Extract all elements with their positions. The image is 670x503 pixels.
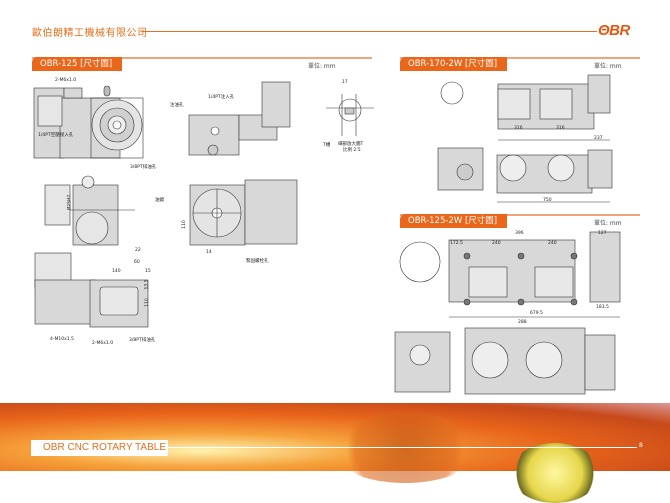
section-title: OBR-170-2W [尺寸圖] — [400, 57, 508, 71]
obr170-2w-top-view — [440, 74, 611, 141]
obr170-2w-front-view — [437, 147, 613, 203]
label-60: 60 — [134, 260, 140, 265]
label-drain-bottom: 3/8PT排油孔 — [129, 338, 156, 343]
header-company-name: 歐伯朗精工機械有限公司 — [32, 28, 148, 39]
label-m6-bottom: 2-M6x1.0 — [92, 341, 114, 346]
label-125-2w-motor: 127 — [598, 231, 607, 236]
obr-logo: ΘBR — [598, 22, 630, 39]
header-rule — [142, 31, 597, 32]
label-170-overall: 750 — [543, 198, 552, 203]
unit-label: 單位: mm — [308, 63, 336, 70]
obr125-side-view — [188, 81, 291, 156]
label-scale: 比例 2:5 — [343, 148, 361, 153]
obr125-top-view — [189, 179, 298, 246]
label-125-2w-left: 172.5 — [450, 241, 463, 246]
obr125-2w-front-view — [394, 327, 616, 395]
obr125-end-view — [44, 175, 135, 246]
section-title: OBR-125-2W [尺寸圖] — [400, 214, 508, 228]
section-rule — [400, 57, 640, 59]
label-170-dim-a: 316 — [514, 126, 523, 131]
label-bore: Ø25H7 — [67, 194, 73, 211]
label-170-dim-b: 316 — [556, 126, 565, 131]
label-22: 22 — [135, 248, 141, 253]
label-detail: 細部放大圖T — [338, 142, 364, 147]
label-125-2w-bottom-span: 288 — [518, 320, 527, 325]
section-rule — [400, 214, 640, 216]
gear-graphic — [330, 413, 480, 483]
label-bolt-hole: 緊固螺栓孔 — [246, 259, 269, 264]
label-140: 140 — [112, 269, 121, 274]
label-110: 110 — [144, 298, 150, 307]
label-125-2w-overall: 679.5 — [530, 311, 543, 316]
technical-drawings — [33, 74, 621, 395]
footer-rule — [168, 447, 637, 448]
label-m10: 4-M10x1.5 — [50, 337, 74, 342]
label-125-2w-pitch-a: 240 — [492, 241, 501, 246]
label-m6-top: 2-M6x1.0 — [55, 78, 77, 83]
section-obr-125-2w: OBR-125-2W [尺寸圖] 單位: mm — [400, 210, 640, 228]
obr125-2w-top-view — [399, 231, 621, 318]
label-170-motor: 237 — [594, 136, 603, 141]
unit-label: 單位: mm — [594, 63, 622, 70]
obr125-front-view — [33, 85, 144, 159]
label-detail-dim: 17 — [342, 80, 348, 85]
obr125-detail-t — [326, 94, 374, 136]
label-125-2w-right: 183.5 — [596, 305, 609, 310]
label-125-2w-pitch-b: 240 — [548, 241, 557, 246]
footer-banner: OBR CNC ROTARY TABLE 8 — [0, 403, 670, 503]
obr125-bottom-view — [34, 252, 149, 328]
label-oil-fill: 注油孔 — [170, 103, 184, 108]
label-t-slot: T槽 — [323, 143, 331, 148]
label-15: 15 — [145, 269, 151, 274]
label-air-inlet: 1/4PT空壓接入孔 — [38, 133, 74, 138]
section-obr-125: OBR-125 [尺寸圖] 單位: mm — [32, 53, 372, 71]
label-125-2w-top: 396 — [515, 231, 524, 236]
section-title: OBR-125 [尺寸圖] — [32, 57, 123, 71]
label-inlet: 1/4PT注入孔 — [208, 95, 235, 100]
section-obr-170-2w: OBR-170-2W [尺寸圖] 單位: mm — [400, 53, 640, 71]
label-drain-top: 3/8PT排油孔 — [130, 165, 157, 170]
footer-title: OBR CNC ROTARY TABLE — [31, 440, 168, 456]
gear-graphic — [510, 443, 600, 503]
label-110-side: 110 — [181, 220, 187, 229]
label-14: 14 — [206, 250, 212, 255]
page-number: 8 — [639, 442, 643, 449]
label-oil-sight: 油鏡 — [155, 198, 164, 203]
label-13-5: 13.5 — [144, 279, 150, 290]
unit-label: 單位: mm — [594, 220, 622, 227]
section-rule — [32, 57, 372, 59]
